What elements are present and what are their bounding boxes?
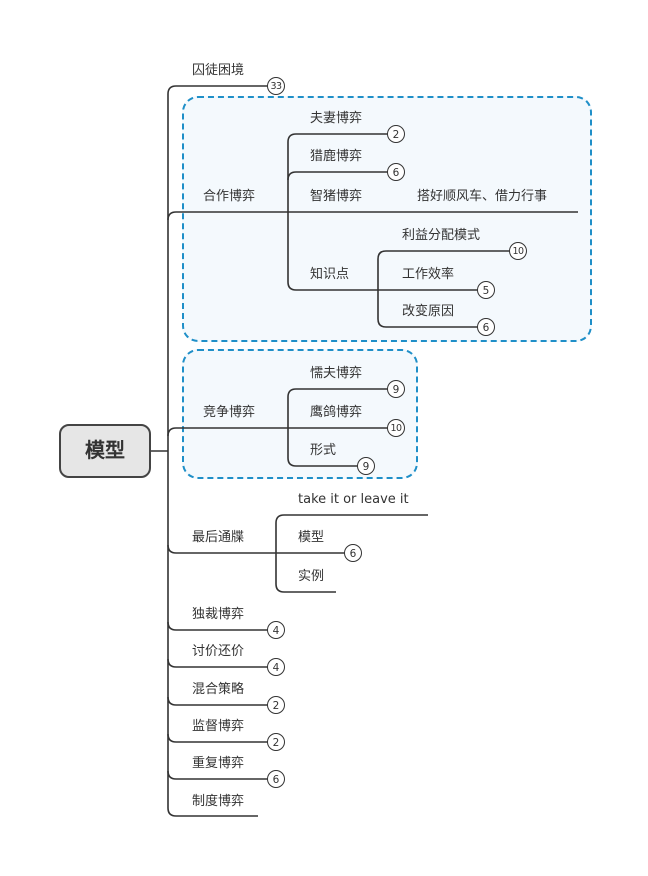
node-take-it[interactable]: take it or leave it: [298, 492, 409, 507]
count-badge[interactable]: 4: [267, 658, 285, 676]
line-mixed: [167, 696, 268, 706]
line-repeat: [167, 770, 268, 780]
node-chicken-game[interactable]: 懦夫博弈: [310, 366, 363, 381]
line-ultimatum: [167, 544, 276, 554]
count-badge[interactable]: 6: [477, 318, 495, 336]
node-form[interactable]: 形式: [310, 443, 337, 458]
node-example[interactable]: 实例: [298, 569, 325, 584]
competition-boundary: [182, 349, 418, 479]
line-dictator: [167, 621, 268, 631]
node-supervision[interactable]: 监督博弈: [192, 719, 245, 734]
node-efficiency[interactable]: 工作效率: [402, 267, 455, 282]
node-ultimatum[interactable]: 最后通牒: [192, 530, 245, 545]
count-badge[interactable]: 2: [387, 125, 405, 143]
count-badge[interactable]: 6: [387, 163, 405, 181]
count-badge[interactable]: 9: [387, 380, 405, 398]
line-coop: [167, 211, 288, 221]
root-node[interactable]: 模型: [59, 424, 151, 478]
count-badge[interactable]: 2: [267, 733, 285, 751]
node-mixed-strategy[interactable]: 混合策略: [192, 682, 245, 697]
line-stag: [287, 171, 388, 181]
node-model[interactable]: 模型: [298, 530, 325, 545]
count-badge[interactable]: 6: [344, 544, 362, 562]
count-badge[interactable]: 10: [387, 419, 405, 437]
node-profit-model[interactable]: 利益分配模式: [402, 228, 481, 243]
node-prisoners[interactable]: 囚徒困境: [192, 63, 245, 78]
node-hawk-dove[interactable]: 鹰鸽博弈: [310, 405, 363, 420]
node-dictator[interactable]: 独裁博弈: [192, 607, 245, 622]
node-pig-note[interactable]: 搭好顺风车、借力行事: [417, 189, 548, 204]
knowledge-trunk: [377, 250, 387, 328]
node-reason[interactable]: 改变原因: [402, 304, 455, 319]
count-badge[interactable]: 6: [267, 770, 285, 788]
line-bargain: [167, 658, 268, 668]
main-trunk: [167, 85, 177, 817]
node-couple-game[interactable]: 夫妻博弈: [310, 111, 363, 126]
node-pig-game[interactable]: 智猪博弈: [310, 189, 363, 204]
node-repeated[interactable]: 重复博弈: [192, 756, 245, 771]
line-supervise: [167, 733, 268, 743]
count-badge[interactable]: 2: [267, 696, 285, 714]
count-badge[interactable]: 5: [477, 281, 495, 299]
node-institution[interactable]: 制度博弈: [192, 794, 245, 809]
line-compete: [167, 427, 288, 437]
node-knowledge[interactable]: 知识点: [310, 267, 350, 282]
count-badge[interactable]: 33: [267, 77, 285, 95]
node-competition[interactable]: 竞争博弈: [203, 405, 256, 420]
node-cooperation[interactable]: 合作博弈: [203, 189, 256, 204]
node-stag-hunt[interactable]: 猎鹿博弈: [310, 149, 363, 164]
count-badge[interactable]: 9: [357, 457, 375, 475]
node-bargain[interactable]: 讨价还价: [192, 644, 245, 659]
count-badge[interactable]: 4: [267, 621, 285, 639]
count-badge[interactable]: 10: [509, 242, 527, 260]
